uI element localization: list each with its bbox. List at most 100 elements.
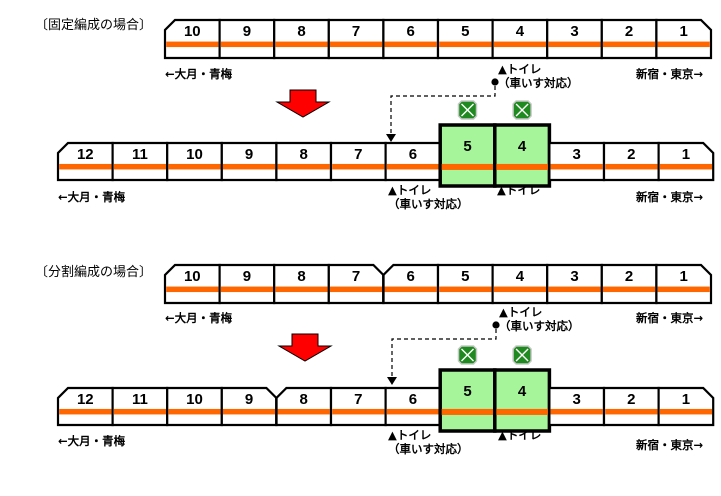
car-1: 1 <box>657 386 715 427</box>
car-stripe <box>496 408 548 415</box>
direction-label-right: 新宿・東京→ <box>636 438 704 452</box>
car-number: 4 <box>518 383 527 400</box>
car-number: 9 <box>245 146 253 163</box>
toilet-note: ▲トイレ （車いす対応） <box>388 428 469 456</box>
arrowhead-icon <box>386 134 396 142</box>
wheelchair-space-icon <box>457 345 478 365</box>
car-8: 8 <box>273 263 330 305</box>
down-arrow-icon <box>277 333 333 362</box>
car-stripe <box>220 286 273 293</box>
toilet-note: ▲トイレ （車いす対応） <box>498 62 579 90</box>
car-number: 7 <box>354 146 362 163</box>
toilet-note-line2: （車いす対応） <box>388 197 469 211</box>
car-number: 8 <box>297 268 305 285</box>
car-body <box>655 18 713 60</box>
toilet-note: ▲トイレ （車いす対応） <box>499 305 580 333</box>
car-stripe <box>659 408 712 415</box>
car-stripe <box>441 163 494 170</box>
car-number: 2 <box>627 391 635 408</box>
car-stripe <box>657 41 710 48</box>
car-number: 9 <box>243 23 251 40</box>
car-stripe <box>386 163 439 170</box>
car-stripe <box>220 41 273 48</box>
car-stripe <box>168 408 221 415</box>
car-stripe <box>384 286 437 293</box>
car-number: 4 <box>518 138 527 155</box>
car-body <box>327 263 385 305</box>
car-number: 12 <box>77 146 94 163</box>
car-number: 11 <box>132 391 148 408</box>
car-stripe <box>166 286 219 293</box>
section-title-split: 〔分割編成の場合〕 <box>35 265 153 280</box>
car-body <box>657 386 715 427</box>
car-number: 4 <box>516 268 525 285</box>
car-number: 10 <box>184 23 201 40</box>
car-2: 2 <box>602 386 660 427</box>
wheelchair-space-icon <box>512 100 532 120</box>
car-number: 2 <box>625 23 633 40</box>
car-6: 6 <box>384 386 442 427</box>
car-body <box>220 386 278 427</box>
arrowhead-icon <box>387 377 397 385</box>
car-number: 6 <box>409 391 417 408</box>
car-number: 11 <box>132 146 148 163</box>
car-5: 5 <box>438 345 497 433</box>
car-stripe <box>330 41 383 48</box>
car-7: 7 <box>327 18 385 60</box>
car-stripe <box>168 163 221 170</box>
car-2: 2 <box>600 263 658 305</box>
relocation-connector <box>390 86 496 135</box>
car-6: 6 <box>384 141 442 182</box>
toilet-note-line1: ▲トイレ <box>388 183 432 197</box>
car-number: 3 <box>573 391 581 408</box>
new-car-body <box>493 368 552 433</box>
car-7: 7 <box>329 386 387 427</box>
car-stripe <box>605 408 658 415</box>
direction-label-right: 新宿・東京→ <box>636 190 704 204</box>
down-arrow-icon <box>275 89 331 118</box>
car-stripe <box>548 286 601 293</box>
car-stripe <box>332 408 385 415</box>
car-number: 4 <box>516 23 525 40</box>
car-number: 5 <box>461 268 469 285</box>
car-number: 6 <box>409 146 417 163</box>
car-stripe <box>59 408 112 415</box>
toilet-note-line1: ▲トイレ <box>498 62 542 76</box>
toilet-note: ▲トイレ <box>498 428 541 442</box>
wheelchair-space-icon <box>457 100 478 120</box>
wheelchair-space-icon <box>512 345 532 365</box>
car-stripe <box>605 163 658 170</box>
car-stripe <box>330 286 383 293</box>
car-stripe <box>386 408 439 415</box>
dot-icon <box>492 321 500 329</box>
car-stripe <box>496 163 548 170</box>
toilet-note-line1: ▲トイレ <box>497 183 541 197</box>
car-5: 5 <box>438 100 497 188</box>
car-1: 1 <box>655 263 713 305</box>
car-7: 7 <box>329 141 387 182</box>
car-5: 5 <box>436 263 494 305</box>
car-number: 5 <box>463 138 471 155</box>
car-body <box>56 386 114 427</box>
car-stripe <box>550 408 603 415</box>
car-number: 7 <box>352 268 360 285</box>
car-number: 3 <box>570 268 578 285</box>
car-stripe <box>439 286 492 293</box>
car-stripe <box>59 163 112 170</box>
car-2: 2 <box>602 141 660 182</box>
toilet-note-line2: （車いす対応） <box>499 319 580 333</box>
car-stripe <box>659 163 712 170</box>
car-4: 4 <box>491 263 549 305</box>
car-4: 4 <box>491 18 549 60</box>
car-stripe <box>384 41 437 48</box>
direction-label-right: 新宿・東京→ <box>636 311 704 325</box>
car-number: 6 <box>407 23 415 40</box>
toilet-note-line1: ▲トイレ <box>498 428 542 442</box>
car-10: 10 <box>163 18 221 60</box>
dot-icon <box>491 78 499 86</box>
car-number: 1 <box>680 268 688 285</box>
section-title-fixed: 〔固定編成の場合〕 <box>35 18 153 33</box>
car-3: 3 <box>548 386 606 427</box>
